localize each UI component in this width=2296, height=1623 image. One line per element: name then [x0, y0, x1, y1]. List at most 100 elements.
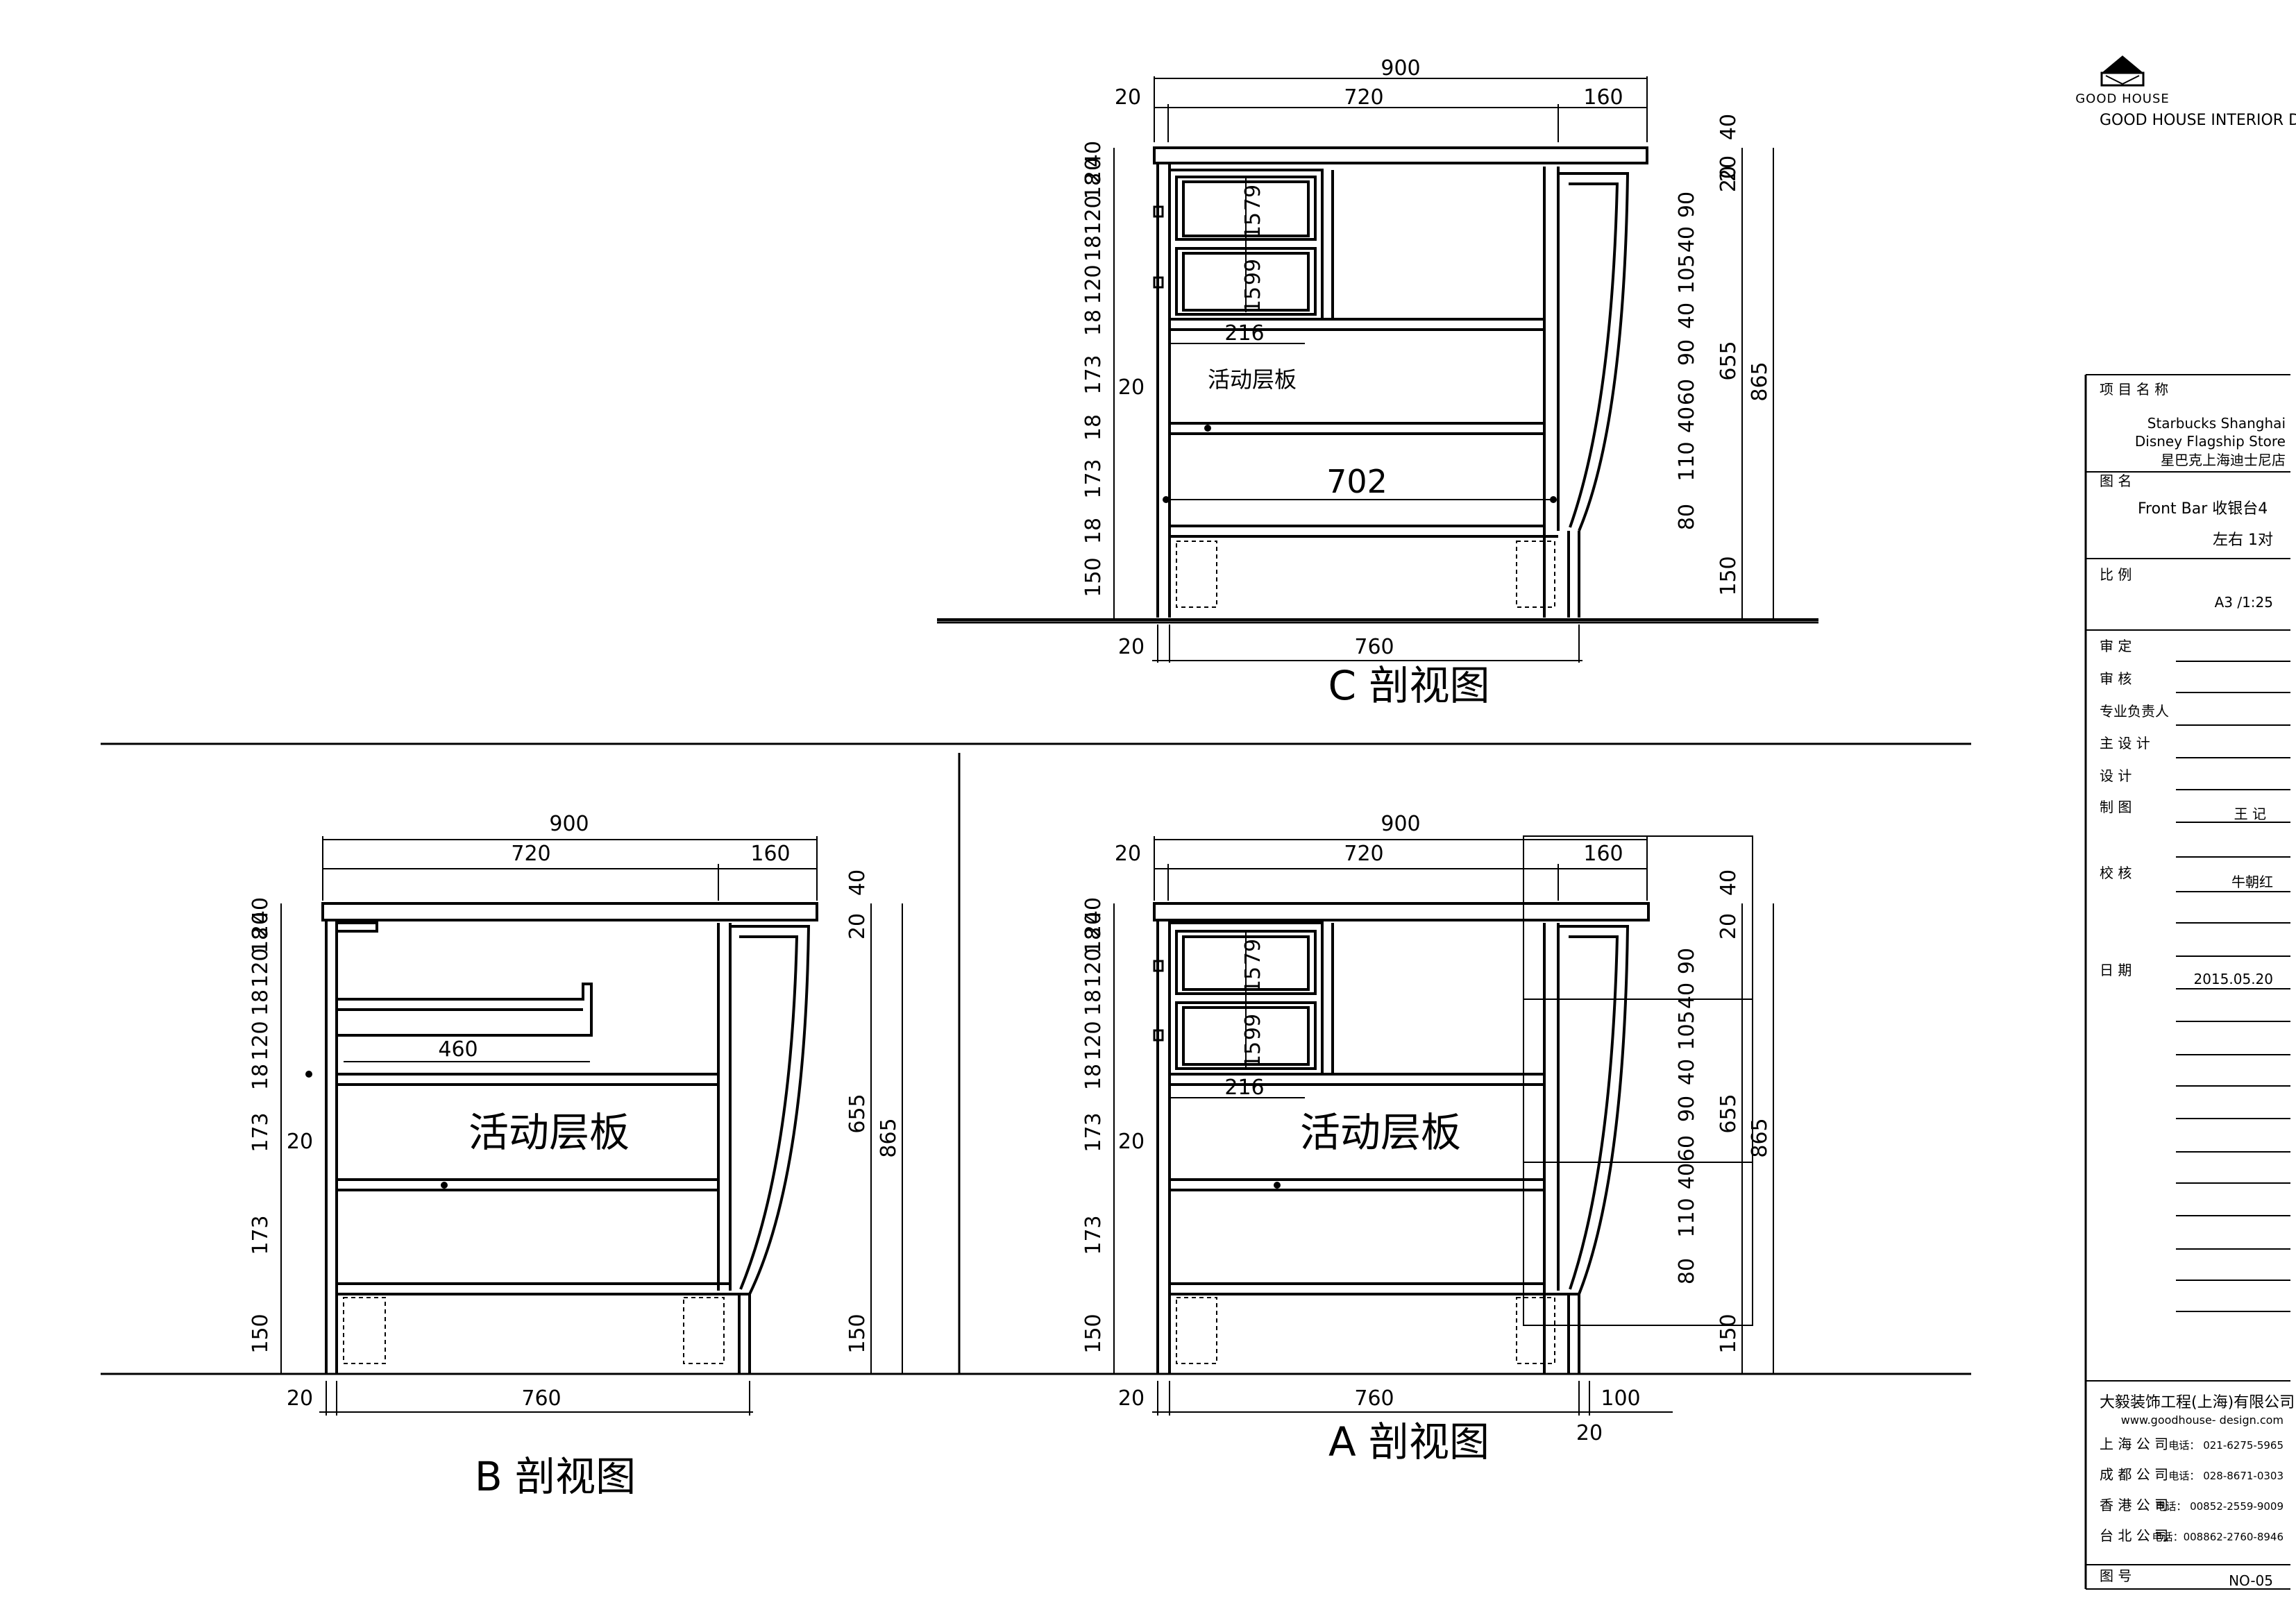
a-drawer-dim-1: 15 [1241, 967, 1265, 993]
a-left-dim-3: 18 [1081, 927, 1106, 953]
a-dim-extra-small: 20 [1576, 1421, 1603, 1445]
c-right-dim-13: 150 [1716, 556, 1741, 595]
a-dim-right: 160 [1583, 842, 1623, 866]
c-view-title: C 剖视图 [1328, 662, 1490, 709]
c-drawer-dim-2: 79 [1241, 185, 1265, 211]
c-dim-mid: 720 [1344, 85, 1383, 110]
tb-date-label: 日 期 [2100, 962, 2132, 978]
tb-drawing-note: 左右 1对 [2213, 532, 2273, 549]
c-dim-right: 160 [1583, 85, 1623, 110]
c-drawer-dim-1: 15 [1241, 212, 1265, 239]
a-right-dim-11: 80 [1675, 1258, 1699, 1284]
logo-company-name: GOOD HOUSE INTERIOR DESIGN [2100, 112, 2296, 129]
c-left-dim-5: 18 [1081, 235, 1106, 262]
tb-project-label: 项 目 名 称 [2100, 381, 2168, 398]
c-left-dim-7: 18 [1081, 309, 1106, 336]
a-dim-655: 655 [1716, 1094, 1741, 1133]
tb-scale-label: 比 例 [2100, 566, 2132, 583]
view-c-section: 900 20 720 160 20 760 活动层板 20 702 216 15… [937, 56, 1818, 709]
b-left-dim-5: 18 [248, 989, 273, 1016]
c-right-dim-8: 90 [1675, 339, 1699, 366]
c-dim-865: 865 [1748, 362, 1772, 401]
b-dim-base: 760 [521, 1386, 561, 1411]
c-shelf-gap: 20 [1118, 375, 1145, 400]
a-dim-base-left: 20 [1118, 1386, 1145, 1411]
tb-drawing-no-label: 图 号 [2100, 1567, 2132, 1584]
tb-check-name: 牛朝红 [2231, 874, 2273, 890]
b-dim-mid: 720 [511, 842, 550, 866]
a-dim-865: 865 [1748, 1118, 1772, 1157]
tb-office-4-tel: 电话：008862-2760-8946 [2152, 1531, 2284, 1543]
a-left-dim-4: 120 [1081, 948, 1106, 987]
a-right-dim-4: 40 [1675, 983, 1699, 1009]
b-left-dim-3: 18 [248, 927, 273, 953]
b-left-dim-8: 173 [248, 1112, 273, 1152]
tb-design: 设 计 [2100, 767, 2132, 784]
logo-house-icon [2102, 56, 2143, 73]
c-dim-655: 655 [1716, 341, 1741, 380]
a-left-dim-8: 173 [1081, 1112, 1106, 1152]
a-right-dim-6: 40 [1675, 1059, 1699, 1085]
c-left-dim-12: 150 [1081, 557, 1106, 597]
b-shelf-gap: 20 [287, 1130, 313, 1154]
a-drawer-dim-3: 15 [1241, 1042, 1265, 1068]
b-right-dim-2: 20 [845, 913, 870, 940]
sheet-frame-lines [101, 375, 2087, 1589]
tb-date-value: 2015.05.20 [2193, 971, 2273, 987]
c-left-dim-3: 18 [1081, 173, 1106, 199]
tb-project-cn: 星巴克上海迪士尼店 [2161, 452, 2286, 468]
a-dim-base: 760 [1354, 1386, 1394, 1411]
a-left-dim-7: 18 [1081, 1064, 1106, 1090]
a-drawer-dim-4: 99 [1241, 1014, 1265, 1040]
b-left-dim-9: 173 [248, 1215, 273, 1255]
c-dim-base: 760 [1354, 635, 1394, 659]
tb-project-en-1: Starbucks Shanghai [2147, 415, 2286, 432]
b-left-dim-7: 18 [248, 1064, 273, 1090]
b-left-dim-4: 120 [248, 948, 273, 987]
c-right-dim-2: 20 [1716, 155, 1741, 182]
c-right-dim-3: 20 [1716, 166, 1741, 192]
b-dim-right: 160 [750, 842, 790, 866]
tb-drawing-name: Front Bar 收银台4 [2138, 500, 2268, 518]
c-drawer-dim-3: 15 [1241, 287, 1265, 313]
c-left-dim-2: 20 [1081, 158, 1106, 184]
c-right-dim-7: 40 [1675, 303, 1699, 329]
b-drawer-depth: 460 [438, 1037, 478, 1062]
a-dim-extra: 100 [1601, 1386, 1640, 1411]
tb-office-4-name: 台 北 公 司 [2100, 1527, 2168, 1544]
tb-project-en-2: Disney Flagship Store [2135, 433, 2286, 450]
a-right-dim-5: 105 [1675, 1010, 1699, 1050]
a-dim-mid: 720 [1344, 842, 1383, 866]
a-dim-total: 900 [1381, 812, 1420, 836]
tb-office-1-tel: 电话： 021-6275-5965 [2168, 1439, 2284, 1452]
a-right-dim-1: 40 [1716, 869, 1741, 896]
tb-office-3-tel: 电话： 00852-2559-9009 [2155, 1500, 2284, 1513]
c-dim-base-left: 20 [1118, 635, 1145, 659]
b-left-dim-1: 40 [248, 897, 273, 924]
c-drawer-dim-4: 99 [1241, 259, 1265, 285]
c-right-dim-11: 110 [1675, 441, 1699, 481]
a-left-dim-9: 173 [1081, 1215, 1106, 1255]
view-b-section: 900 720 160 20 760 活动层板 20 460 40 20 18 … [248, 812, 903, 1500]
a-view-title: A 剖视图 [1328, 1418, 1489, 1465]
a-right-dim-9: 40 [1675, 1163, 1699, 1189]
tb-scale-value: A3 /1:25 [2215, 594, 2273, 611]
tb-office-2-tel: 电话： 028-8671-0303 [2168, 1470, 2284, 1482]
c-right-dim-1: 40 [1716, 114, 1741, 140]
tb-chief-design: 主 设 计 [2100, 735, 2150, 751]
c-right-dim-9: 60 [1675, 379, 1699, 405]
tb-office-1-name: 上 海 公 司 [2100, 1436, 2168, 1452]
a-right-dim-8: 60 [1675, 1135, 1699, 1162]
b-view-title: B 剖视图 [475, 1453, 636, 1500]
a-shelf-gap: 20 [1118, 1130, 1145, 1154]
c-right-dim-4: 90 [1675, 192, 1699, 218]
b-dim-base-left: 20 [287, 1386, 313, 1411]
a-right-dim-12: 150 [1716, 1314, 1741, 1353]
company-logo: GOOD HOUSE GOOD HOUSE INTERIOR DESIGN [2075, 56, 2296, 129]
c-left-dim-6: 120 [1081, 264, 1106, 304]
a-right-dim-3: 90 [1675, 948, 1699, 974]
tb-office-2-name: 成 都 公 司 [2100, 1466, 2168, 1483]
b-dim-865: 865 [877, 1118, 901, 1157]
tb-drawing-label: 图 名 [2100, 473, 2132, 489]
